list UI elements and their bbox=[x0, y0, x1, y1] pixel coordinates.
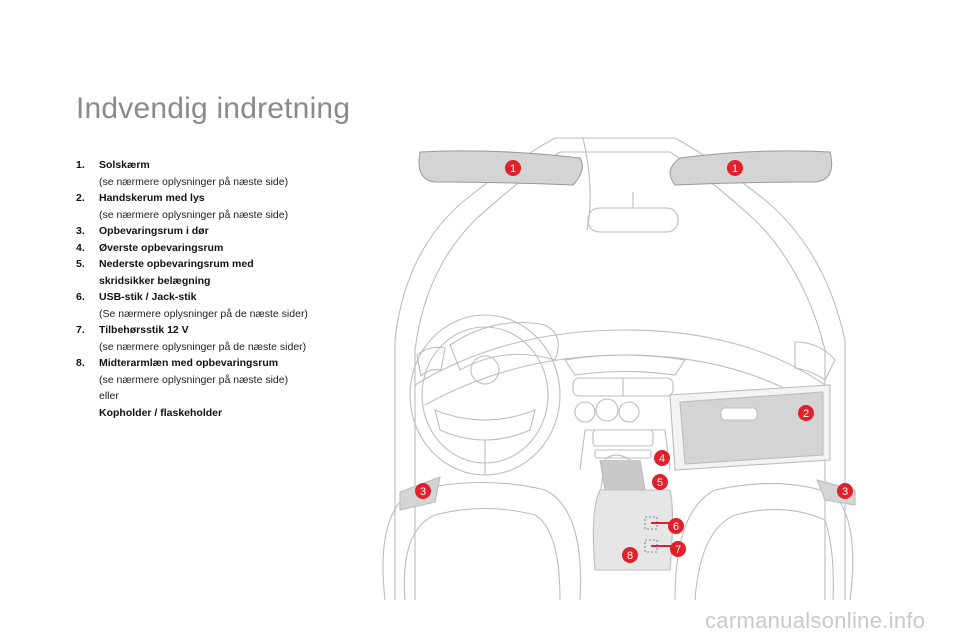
legend-item: 1. Solskærm (se nærmere oplysninger på næ… bbox=[76, 157, 346, 190]
svg-text:4: 4 bbox=[659, 453, 665, 465]
svg-text:8: 8 bbox=[627, 550, 633, 562]
legend-item: 6. USB-stik / Jack-stik (Se nærmere oplys… bbox=[76, 289, 346, 322]
callout-6: 6 bbox=[668, 518, 684, 534]
item-extra: Kopholder / flaskeholder bbox=[99, 406, 223, 419]
page-title: Indvendig indretning bbox=[76, 92, 351, 125]
car-interior-illustration: 1 1 2 3 3 4 5 6 7 8 bbox=[382, 137, 856, 600]
item-label: Opbevaringsrum i dør bbox=[99, 225, 209, 237]
legend-item: 8. Midterarmlæn med opbevaringsrum (se næ… bbox=[76, 355, 346, 421]
item-number: 5. bbox=[76, 258, 85, 270]
item-number: 6. bbox=[76, 291, 85, 303]
legend-item: 3. Opbevaringsrum i dør bbox=[76, 223, 346, 240]
item-label: Tilbehørsstik 12 V bbox=[99, 324, 189, 336]
item-label: Handskerum med lys bbox=[99, 192, 205, 204]
item-label: Øverste opbevaringsrum bbox=[99, 241, 224, 254]
item-number: 4. bbox=[76, 241, 85, 254]
watermark: carmanualsonline.info bbox=[705, 608, 926, 633]
legend-item: 7. Tilbehørsstik 12 V (se nærmere oplysni… bbox=[76, 322, 346, 355]
callout-3b: 3 bbox=[837, 483, 853, 499]
legend-item: 5. Nederste opbevaringsrum med skridsikke… bbox=[76, 256, 346, 289]
svg-text:1: 1 bbox=[510, 163, 516, 175]
legend-list: 1. Solskærm (se nærmere oplysninger på næ… bbox=[76, 157, 346, 421]
svg-text:6: 6 bbox=[673, 521, 679, 533]
callout-2: 2 bbox=[798, 405, 814, 421]
item-label: Midterarmlæn med opbevaringsrum bbox=[99, 357, 279, 369]
item-label: USB-stik / Jack-stik bbox=[99, 291, 197, 303]
callout-5: 5 bbox=[652, 474, 668, 490]
callout-1b: 1 bbox=[727, 160, 743, 176]
legend-item: 4. Øverste opbevaringsrum bbox=[76, 240, 346, 257]
svg-text:3: 3 bbox=[420, 486, 426, 498]
item-note: (se nærmere oplysninger på næste side) bbox=[99, 208, 289, 221]
svg-text:3: 3 bbox=[842, 486, 848, 498]
item-note: (se nærmere oplysninger på næste side) bbox=[99, 373, 289, 386]
item-label: Solskærm bbox=[99, 159, 150, 171]
item-number: 8. bbox=[76, 357, 85, 369]
callout-1a: 1 bbox=[505, 160, 521, 176]
callout-8: 8 bbox=[622, 547, 638, 563]
item-number: 1. bbox=[76, 159, 85, 171]
item-number: 7. bbox=[76, 324, 85, 336]
item-note: (Se nærmere oplysninger på de næste side… bbox=[99, 307, 308, 320]
svg-text:7: 7 bbox=[675, 544, 681, 556]
item-note: eller bbox=[99, 390, 119, 402]
svg-text:5: 5 bbox=[657, 477, 663, 489]
legend-item: 2. Handskerum med lys (se nærmere oplysni… bbox=[76, 190, 346, 223]
svg-text:2: 2 bbox=[803, 408, 809, 420]
item-number: 2. bbox=[76, 192, 85, 204]
callout-4: 4 bbox=[654, 450, 670, 466]
item-note: (se nærmere oplysninger på de næste side… bbox=[99, 340, 307, 353]
svg-text:1: 1 bbox=[732, 163, 738, 175]
item-label: Nederste opbevaringsrum med skridsikker … bbox=[99, 258, 254, 287]
item-number: 3. bbox=[76, 225, 85, 237]
callout-3a: 3 bbox=[415, 483, 431, 499]
item-note: (se nærmere oplysninger på næste side) bbox=[99, 175, 289, 188]
callout-7: 7 bbox=[670, 541, 686, 557]
